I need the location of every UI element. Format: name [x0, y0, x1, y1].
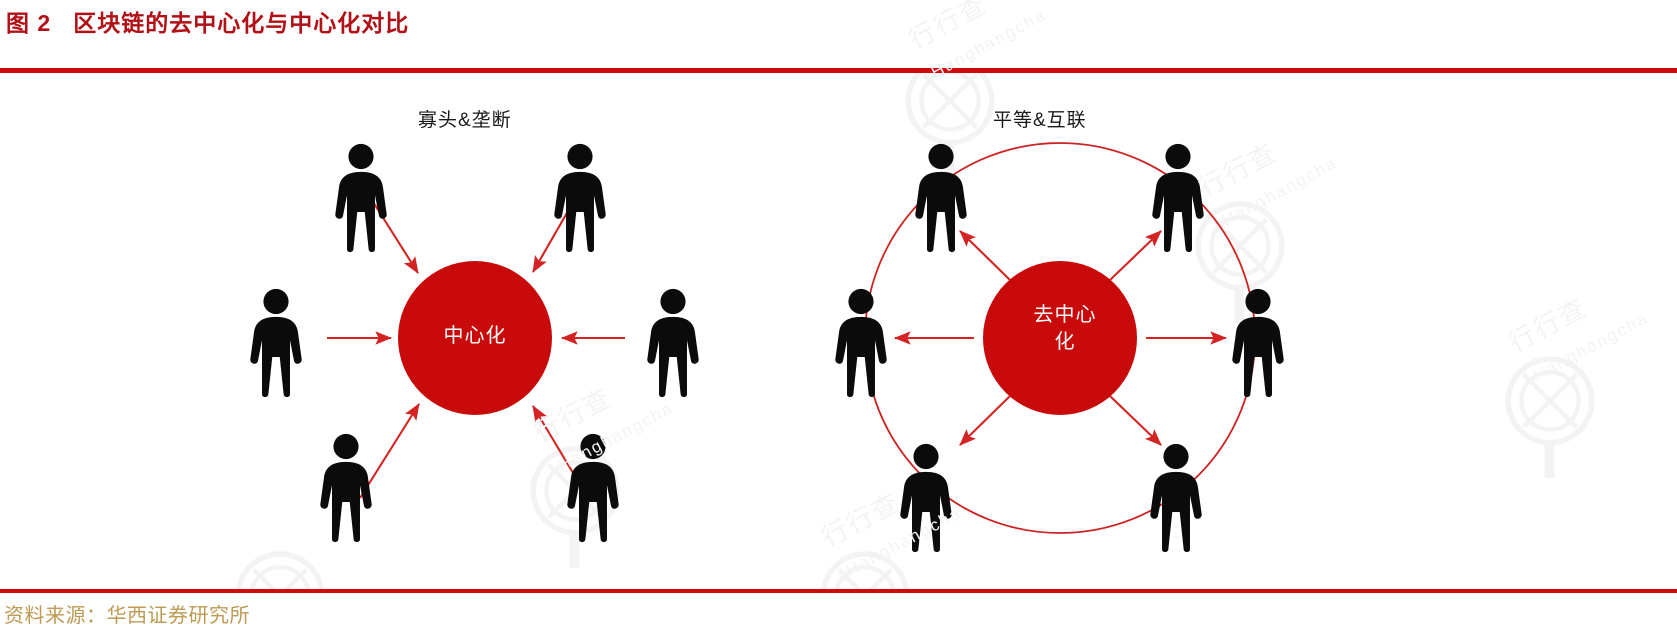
person-icon-right [647, 288, 699, 398]
arrow-top-left-out [959, 230, 1011, 281]
diagram-canvas [0, 73, 1677, 589]
source-note: 资料来源：华西证券研究所 [4, 605, 250, 627]
arrow-bottom-left-out [959, 395, 1011, 446]
source-divider-rule [0, 589, 1677, 593]
figure-number: 图 2 [6, 10, 52, 36]
panel-decentralized [835, 142, 1284, 553]
person-node-bottom-right [1150, 443, 1202, 553]
figure-title-text: 区块链的去中心化与中心化对比 [73, 10, 410, 36]
arrow-group-outward [893, 230, 1228, 446]
watermark-text: 行行查 [903, 0, 992, 55]
page-title: 图 2 区块链的去中心化与中心化对比 [6, 10, 409, 38]
panel-caption-centralized: 寡头&垄断 [418, 110, 512, 131]
person-node-top-left [915, 143, 967, 253]
person-node-top-right [1152, 143, 1204, 253]
arrow-bottom-left-in [359, 403, 420, 499]
person-node-left [835, 288, 887, 398]
arrow-bottom-right-out [1109, 395, 1162, 446]
hub-circle-decentralized [983, 261, 1137, 415]
arrow-top-right-out [1109, 230, 1162, 281]
hub-circle-centralized [398, 261, 552, 415]
person-icon-top-left [335, 143, 387, 253]
person-icon-bottom-left [320, 433, 372, 543]
person-icon-top-right [554, 143, 606, 253]
panel-centralized [250, 143, 699, 543]
panel-caption-decentralized: 平等&互联 [993, 110, 1087, 131]
person-icon-left [250, 288, 302, 398]
title-divider-rule [0, 68, 1677, 73]
